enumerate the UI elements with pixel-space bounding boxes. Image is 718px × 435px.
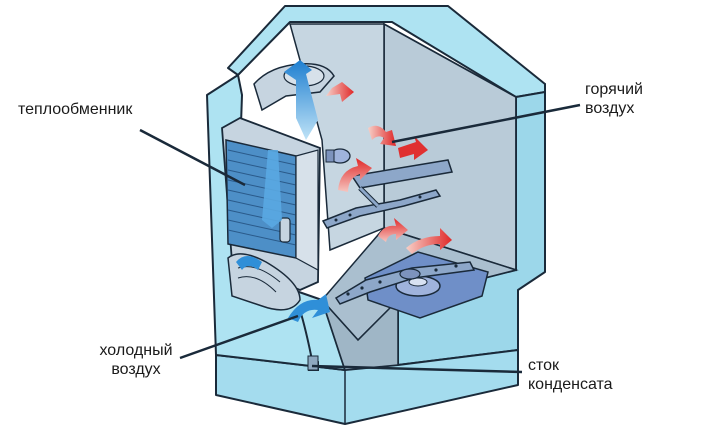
label-condensate-drain: сток конденсата [528, 356, 613, 394]
chamber-front-lip [321, 298, 399, 371]
label-hot-air: горячий воздух [585, 80, 643, 118]
label-hot-air-line1: горячий [585, 81, 643, 98]
hot-air-arrow-lower [378, 218, 408, 242]
cold-air-arrow-mid [262, 150, 282, 228]
leader-cold-air [179, 314, 299, 360]
label-hot-air-line2: воздух [585, 100, 635, 117]
leader-drain [311, 364, 523, 374]
upper-spray-arm [321, 148, 453, 229]
hot-air-arrow-right [406, 228, 452, 254]
label-heat-exchanger-text: теплообменник [18, 101, 133, 118]
lower-spray-arm [334, 261, 476, 305]
label-cold-air-line1: холодный [99, 342, 173, 359]
cold-air-arrow-bottom [288, 294, 330, 322]
hot-air-arrow-top [326, 82, 354, 102]
cold-air-arrow-low [236, 256, 262, 270]
label-cold-air: холодный воздух [92, 341, 180, 379]
label-drain-line1: сток [528, 357, 560, 374]
leader-lines [139, 103, 581, 374]
label-heat-exchanger: теплообменник [18, 100, 132, 119]
label-drain-line2: конденсата [528, 376, 613, 393]
leader-heat-exchanger [139, 128, 246, 187]
hot-air-arrow-mid [338, 158, 372, 192]
cold-air-arrow-top [284, 60, 318, 140]
hot-air-flow [326, 82, 452, 254]
hot-air-arrow-pointer [398, 136, 428, 160]
cold-air-flow [236, 60, 330, 322]
hot-air-arrow-upper [368, 125, 396, 146]
leader-hot-air [391, 103, 581, 144]
label-cold-air-line2: воздух [111, 361, 161, 378]
